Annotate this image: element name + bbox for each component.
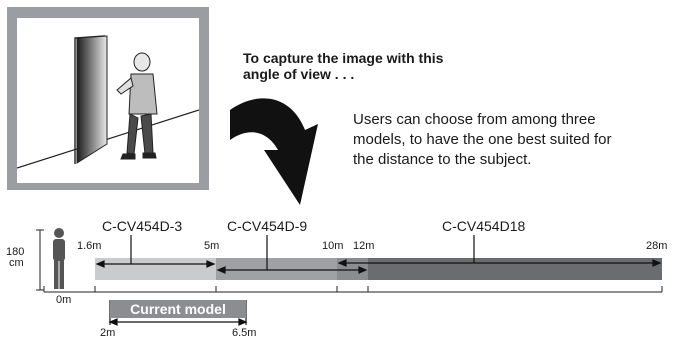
range-arrows [95, 235, 662, 274]
description-line-2: models, to have the one best suited for [353, 131, 612, 148]
model-name-3: C-CV454D18 [442, 218, 526, 234]
tick-label-28m: 28m [646, 240, 668, 252]
tick-label-1-6m: 1.6m [77, 240, 102, 252]
current-model-arrow [108, 300, 248, 326]
height-unit: cm [9, 257, 24, 269]
person-figure [116, 52, 158, 160]
model-name-1: C-CV454D-3 [102, 218, 183, 234]
bar-c-cv454d-3 [95, 258, 216, 280]
model-name-2: C-CV454D-9 [227, 218, 308, 234]
height-label: 180 cm [6, 247, 24, 269]
tick-label-12m: 12m [353, 240, 375, 252]
heading: To capture the image with this angle of … [243, 50, 543, 82]
floor-line [17, 109, 199, 169]
current-model-label: Current model [110, 300, 246, 318]
heading-line-2: angle of view . . . [243, 66, 355, 82]
tick-label-5m: 5m [204, 240, 220, 252]
door-person-illustration [17, 35, 199, 169]
tick-label-6-5m: 6.5m [232, 327, 257, 339]
heading-line-1: To capture the image with this [243, 50, 444, 66]
illustration-scene [17, 18, 199, 183]
description: Users can choose from among three models… [353, 110, 673, 170]
height-bracket [36, 229, 44, 291]
person-silhouette-icon [53, 228, 65, 289]
bar-c-cv454d-9 [216, 258, 337, 280]
bar-c-cv454d18 [368, 258, 662, 280]
door-panel [76, 35, 108, 164]
height-value: 180 [6, 246, 25, 258]
tick-label-2m: 2m [100, 327, 116, 339]
description-line-1: Users can choose from among three [353, 111, 596, 128]
distance-axis [43, 286, 663, 293]
description-line-3: the distance to the subject. [353, 151, 532, 168]
tick-label-10m: 10m [322, 240, 344, 252]
curved-arrow [230, 98, 318, 205]
origin-label: 0m [56, 294, 72, 306]
